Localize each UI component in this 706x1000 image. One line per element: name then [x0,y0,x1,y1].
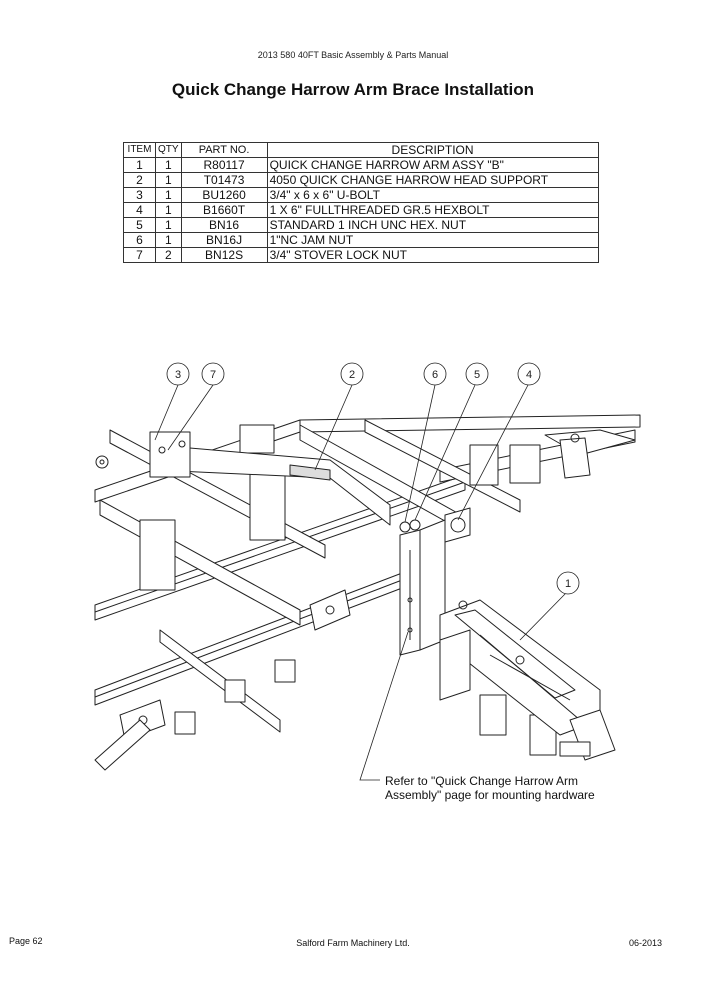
parts-table-header: ITEM QTY PART NO. DESCRIPTION [123,142,599,158]
revision-date: 06-2013 [629,938,663,948]
manual-header: 2013 580 40FT Basic Assembly & Parts Man… [257,50,449,60]
cell-part-no: R80117 [180,157,268,173]
table-row: 3 1 BU1260 3/4" x 6 x 6" U-BOLT [123,187,599,203]
callout-balloon-7: 7 [201,362,225,386]
callout-balloon-4: 4 [517,362,541,386]
page-number: Page 62 [9,936,43,946]
note-line-2: Assembly" page for mounting hardware [385,788,595,802]
parts-table: ITEM QTY PART NO. DESCRIPTION 1 1 R80117… [123,142,599,263]
cell-item: 7 [123,247,156,263]
cell-description: 3/4" x 6 x 6" U-BOLT [266,187,599,203]
table-row: 7 2 BN12S 3/4" STOVER LOCK NUT [123,247,599,263]
cell-description: 3/4" STOVER LOCK NUT [266,247,599,263]
table-row: 2 1 T01473 4050 QUICK CHANGE HARROW HEAD… [123,172,599,188]
hex-bolt-assembly [399,507,471,543]
pivot-brackets [94,589,351,771]
cell-part-no: BN16 [180,217,268,233]
mounting-hardware-note: Refer to "Quick Change Harrow Arm Assemb… [385,774,595,802]
cell-part-no: BN12S [180,247,268,263]
callout-leaders [154,384,567,781]
cell-part-no: BN16J [180,232,268,248]
cell-description: STANDARD 1 INCH UNC HEX. NUT [266,217,599,233]
page-title: Quick Change Harrow Arm Brace Installati… [171,80,535,99]
column-header-description: DESCRIPTION [266,142,599,158]
quick-change-harrow-arm [439,599,616,761]
callout-label-4: 4 [526,369,532,381]
callout-balloon-2: 2 [340,362,364,386]
cell-qty: 2 [155,247,182,263]
cell-part-no: T01473 [180,172,268,188]
callout-label-6: 6 [432,369,438,381]
cell-part-no: BU1260 [180,187,268,203]
column-header-item: ITEM [123,142,156,158]
rear-mount [544,429,636,479]
table-row: 6 1 BN16J 1"NC JAM NUT [123,232,599,248]
callout-label-3: 3 [175,369,181,381]
callout-label-2: 2 [349,369,355,381]
table-row: 5 1 BN16 STANDARD 1 INCH UNC HEX. NUT [123,217,599,233]
callout-label-1: 1 [565,578,571,590]
table-row: 4 1 B1660T 1 X 6" FULLTHREADED GR.5 HEXB… [123,202,599,218]
callout-balloon-3: 3 [166,362,190,386]
harrow-head-support [149,431,391,526]
callout-balloon-1: 1 [556,571,580,595]
note-line-1: Refer to "Quick Change Harrow Arm [385,774,578,788]
frame-end-hardware [95,455,109,469]
callout-label-5: 5 [474,369,480,381]
company-name: Salford Farm Machinery Ltd. [296,938,410,948]
callout-label-7: 7 [210,369,216,381]
callout-balloon-6: 6 [423,362,447,386]
cell-description: 4050 QUICK CHANGE HARROW HEAD SUPPORT [266,172,599,188]
column-header-part-no: PART NO. [180,142,268,158]
cell-description: 1"NC JAM NUT [266,232,599,248]
cell-part-no: B1660T [180,202,268,218]
callout-balloon-5: 5 [465,362,489,386]
